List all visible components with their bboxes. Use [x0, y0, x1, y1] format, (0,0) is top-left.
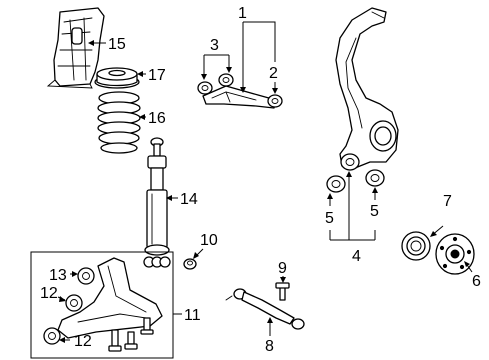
wheel-bearing-part-7[interactable]	[401, 231, 431, 261]
spring-cover-part-15[interactable]	[46, 7, 105, 89]
callout-3: 3	[210, 37, 219, 54]
lower-arm-bolt-c[interactable]	[140, 317, 154, 335]
callout-5a: 5	[325, 210, 334, 227]
callout-11: 11	[184, 307, 201, 324]
callout-15: 15	[108, 36, 126, 53]
callout-16: 16	[148, 110, 166, 127]
coil-spring-part-16[interactable]	[97, 91, 141, 154]
bushing-part-5b[interactable]	[365, 169, 385, 187]
callout-14: 14	[180, 191, 198, 208]
bushing-part-12a[interactable]	[65, 294, 83, 312]
bushing-part-3b[interactable]	[218, 73, 234, 87]
callout-6: 6	[472, 273, 481, 290]
callout-12a: 12	[40, 285, 58, 302]
wheel-hub-part-6[interactable]	[435, 233, 475, 275]
bushing-part-5a[interactable]	[326, 175, 346, 193]
bushing-part-3a[interactable]	[197, 81, 213, 95]
bushing-part-2[interactable]	[267, 94, 283, 108]
callout-5b: 5	[370, 203, 379, 220]
callout-10: 10	[200, 232, 218, 249]
nut-part-10[interactable]	[183, 258, 197, 270]
callout-9: 9	[278, 260, 287, 277]
callout-17: 17	[148, 67, 166, 84]
callout-13: 13	[49, 267, 67, 284]
bushing-part-12b[interactable]	[43, 327, 61, 345]
callout-12b: 12	[74, 333, 92, 350]
upper-control-arm-part-1[interactable]	[197, 73, 283, 109]
knuckle-bushing-part-4[interactable]	[340, 153, 360, 171]
steering-knuckle[interactable]	[335, 7, 399, 171]
lower-control-arm[interactable]	[57, 257, 163, 339]
lower-arm-bolt-a[interactable]	[108, 329, 122, 352]
shock-absorber-part-14[interactable]	[143, 137, 171, 268]
lower-control-arm-kit-box-part-11	[30, 251, 174, 359]
callout-2: 2	[269, 65, 278, 82]
callout-4: 4	[352, 248, 361, 265]
callout-8: 8	[265, 338, 274, 355]
callout-7: 7	[443, 193, 452, 210]
callout-1: 1	[238, 5, 247, 22]
leader-lines	[57, 21, 473, 343]
lateral-link-part-8[interactable]	[225, 288, 305, 330]
bushing-part-13[interactable]	[77, 267, 95, 285]
spring-seat-part-17[interactable]	[94, 67, 140, 89]
bolt-part-9[interactable]	[275, 282, 290, 301]
lower-arm-bolt-b[interactable]	[124, 331, 138, 350]
